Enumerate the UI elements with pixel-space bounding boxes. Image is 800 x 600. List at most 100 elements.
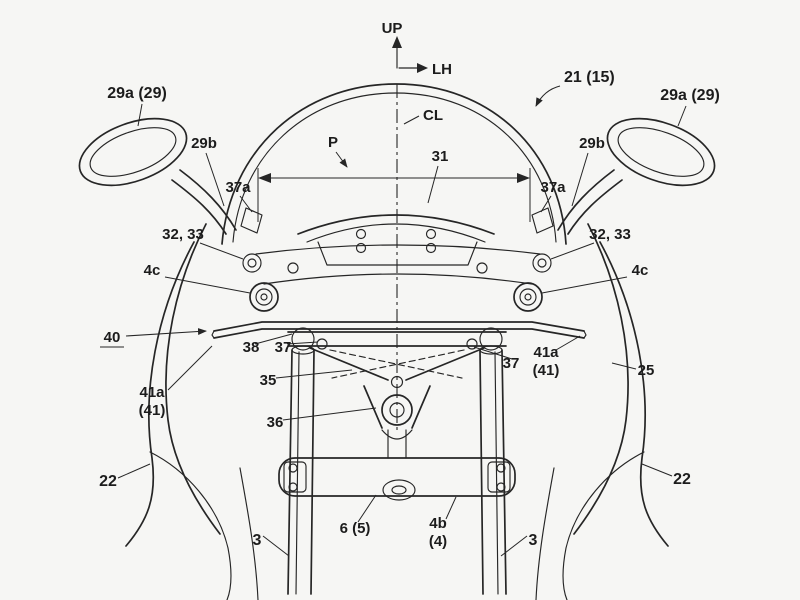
pivot-mounts bbox=[249, 282, 543, 312]
mirror-mount-boss-right bbox=[532, 253, 552, 273]
meter-visor-leader bbox=[427, 165, 439, 204]
label-pivot-left: 4c bbox=[144, 262, 161, 279]
cowl-bolt bbox=[476, 262, 488, 274]
fork-left-inner bbox=[310, 349, 315, 595]
fairing-right-outer-line bbox=[599, 241, 669, 547]
stay-bar-leader bbox=[125, 328, 207, 337]
truss-member-right bbox=[405, 347, 485, 381]
visor-bolt bbox=[355, 228, 367, 240]
arm-right-leader bbox=[473, 346, 513, 360]
truss-cross-brace bbox=[329, 349, 463, 379]
label-hook-right: 37a bbox=[540, 179, 566, 196]
hook-left-leader bbox=[239, 195, 253, 213]
label-side-cowl-left: 22 bbox=[99, 473, 117, 490]
pivot-right-center bbox=[524, 293, 532, 301]
fairing-right-lower-line bbox=[562, 451, 645, 600]
label-hook-left: 37a bbox=[225, 179, 251, 196]
cl-leader bbox=[403, 115, 420, 125]
label-truss: 35 bbox=[260, 372, 277, 389]
lh-arrow-icon bbox=[417, 63, 428, 73]
label-meter-visor: 31 bbox=[432, 148, 449, 165]
orientation-arrows bbox=[392, 36, 428, 73]
mirror-stay-right-leader bbox=[571, 152, 589, 207]
fork-right-inner bbox=[501, 349, 507, 595]
truss-joint bbox=[466, 338, 478, 350]
mirror-left bbox=[78, 117, 188, 187]
label-windscreen: 21 (15) bbox=[564, 69, 615, 86]
mirror-mount-boss-left-inner bbox=[247, 258, 257, 268]
dimension-arrow-right-icon bbox=[517, 173, 530, 183]
fork-left-outer bbox=[287, 349, 293, 595]
label-fork-right: 3 bbox=[529, 532, 538, 549]
label-side-cowl-right: 22 bbox=[673, 471, 691, 488]
mirror-right-leader bbox=[677, 105, 687, 127]
pivot-right-leader bbox=[541, 276, 628, 294]
fairing-left-lower-line bbox=[149, 451, 232, 600]
label-bracket-left: 32, 33 bbox=[162, 226, 204, 243]
mirror-right bbox=[606, 117, 716, 187]
mirror-stay-right-lower bbox=[567, 179, 623, 235]
label-stay-bar: 40 bbox=[104, 329, 121, 346]
label-arm-left: 37 bbox=[275, 339, 292, 356]
leader-lines bbox=[100, 85, 687, 557]
label-up: UP bbox=[382, 20, 403, 37]
fairing-right-fork-edge bbox=[535, 467, 555, 600]
hook-left bbox=[240, 207, 263, 234]
label-inner-cowl-right: 25 bbox=[638, 362, 655, 379]
pivot-left-leader bbox=[164, 276, 251, 294]
bridge-clamp-right bbox=[487, 461, 511, 493]
mirror-stay-right bbox=[557, 169, 623, 235]
side-cowl-left-leader bbox=[117, 463, 151, 479]
stay-bar-end-right bbox=[583, 330, 587, 339]
mirror-stay-left bbox=[171, 169, 237, 235]
side-cowl-right-leader bbox=[641, 463, 673, 477]
mirror-mount-boss-left bbox=[242, 253, 262, 273]
label-bracket-right: 32, 33 bbox=[589, 226, 631, 243]
steering-stem-nut-inner bbox=[391, 485, 407, 495]
fork-clamp-left bbox=[291, 327, 315, 351]
mirror-right-glass bbox=[617, 127, 705, 177]
hook-right-leader bbox=[540, 195, 552, 213]
truss-member-left bbox=[309, 347, 389, 381]
up-arrow-icon bbox=[392, 36, 402, 48]
fairing-right-inner-line bbox=[573, 223, 629, 535]
truss bbox=[309, 338, 485, 389]
bridge-bolt bbox=[288, 482, 298, 492]
mirror-left-leader bbox=[137, 103, 143, 127]
fork-clamp-right bbox=[479, 327, 503, 351]
mirror-stay-left-leader bbox=[205, 152, 225, 207]
truss-cross-brace bbox=[331, 349, 465, 379]
fork-right-leader bbox=[500, 535, 528, 557]
fork-left-leader bbox=[262, 535, 290, 557]
cowl-edge-lower bbox=[263, 273, 533, 285]
stay-end-right-leader bbox=[555, 335, 581, 351]
label-span-p: P bbox=[328, 134, 338, 151]
fairing-left-inner-line bbox=[165, 223, 221, 535]
label-stay-end-left-bottom: (41) bbox=[139, 402, 166, 419]
pivot-left-inner bbox=[255, 288, 273, 306]
pivot-right-inner bbox=[519, 288, 537, 306]
mirror-left-glass bbox=[89, 127, 177, 177]
center-bracket-left bbox=[363, 385, 383, 429]
label-stay-end-right-bottom: (41) bbox=[533, 362, 560, 379]
label-pivot-right: 4c bbox=[632, 262, 649, 279]
cowl-edge-upper bbox=[255, 244, 541, 255]
pivot-left bbox=[249, 282, 279, 312]
fork-right-cap bbox=[479, 345, 503, 355]
label-bottom-bridge-bottom: (4) bbox=[429, 533, 447, 550]
dimension-arrow-left-icon bbox=[258, 173, 271, 183]
fork-left-cap bbox=[291, 345, 315, 355]
bridge-clamp-left bbox=[283, 461, 307, 493]
center-bracket-right bbox=[411, 385, 431, 429]
label-fork-left: 3 bbox=[253, 532, 262, 549]
fork-right-outer bbox=[479, 349, 484, 595]
mirror-left-housing bbox=[78, 117, 188, 187]
label-steering-stem: 6 (5) bbox=[340, 520, 371, 537]
center-bracket-cup bbox=[381, 429, 413, 440]
label-cl: CL bbox=[423, 107, 443, 124]
top-bridge bbox=[287, 327, 507, 351]
bridge-bolt bbox=[288, 463, 298, 473]
center-bracket-ring bbox=[381, 394, 413, 426]
bridge-bolt bbox=[496, 463, 506, 473]
